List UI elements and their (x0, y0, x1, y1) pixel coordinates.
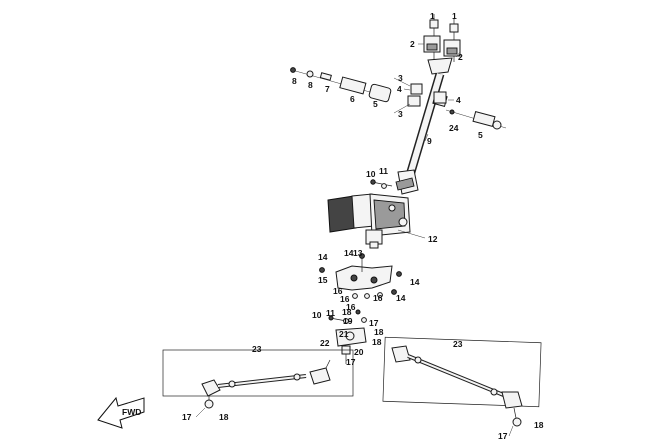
callout-number: 23 (453, 339, 463, 349)
callout-number: 24 (449, 123, 459, 133)
callout-number: 2 (410, 39, 415, 49)
callout-number: 1 (430, 11, 435, 21)
front-direction-arrow: FWD (97, 396, 145, 429)
callout-number: 12 (428, 234, 438, 244)
callout-number: 17 (346, 357, 356, 367)
callout-number: 3 (398, 73, 403, 83)
callout-number: 16 (333, 286, 343, 296)
callout-number: 2 (458, 52, 463, 62)
callout-number: 17 (182, 412, 192, 422)
callout-number: 16 (373, 293, 383, 303)
callout-number: 7 (325, 84, 330, 94)
callout-number: 8 (292, 76, 297, 86)
callout-number: 10 (366, 169, 376, 179)
callout-number: 13 (353, 248, 363, 258)
callout-number: 14 (318, 252, 328, 262)
callout-number: 17 (498, 431, 508, 440)
callout-number: 1 (452, 11, 457, 21)
callout-number: 18 (372, 337, 382, 347)
right-tie-rod (382, 336, 542, 427)
callout-number: 11 (379, 166, 388, 176)
left-tie-rod (162, 349, 354, 409)
callout-number: 10 (312, 310, 322, 320)
callout-number: 5 (478, 130, 483, 140)
callout-number: 14 (410, 277, 420, 287)
callout-number: 17 (369, 318, 379, 328)
callout-number: 15 (318, 275, 328, 285)
callout-number: 8 (308, 80, 313, 90)
callout-number: 18 (534, 420, 544, 430)
callout-number: 4 (456, 95, 461, 105)
callout-number: 4 (397, 84, 402, 94)
ujoint-bolt (370, 179, 393, 189)
leader-lines (195, 43, 514, 437)
callout-number: 21 (339, 329, 349, 339)
callout-number: 19 (343, 316, 353, 326)
callout-number: 18 (374, 327, 384, 337)
left-shaft-parts (290, 67, 392, 103)
right-shaft-parts (407, 83, 507, 130)
callout-number: 16 (340, 294, 350, 304)
callout-number: 9 (427, 136, 432, 146)
callout-numbers: 1 1 2 2 8 8 7 6 5 3 4 3 4 24 5 9 10 11 1… (182, 11, 544, 440)
callout-number: 16 (346, 302, 356, 312)
mounting-bracket (319, 253, 402, 299)
callout-number: 5 (373, 99, 378, 109)
front-arrow-label: FWD (122, 407, 141, 417)
callout-number: 18 (342, 307, 352, 317)
callout-number: 14 (344, 248, 354, 258)
power-steering-unit (327, 193, 426, 249)
upper-column-clamps (423, 14, 461, 75)
callout-number: 22 (320, 338, 330, 348)
callout-number: 18 (219, 412, 229, 422)
callout-number: 6 (350, 94, 355, 104)
callout-number: 20 (354, 347, 364, 357)
callout-number: 3 (398, 109, 403, 119)
callout-number: 14 (396, 293, 406, 303)
callout-number: 23 (252, 344, 262, 354)
callout-number: 11 (326, 308, 335, 318)
lower-pivot-assembly (328, 309, 367, 364)
